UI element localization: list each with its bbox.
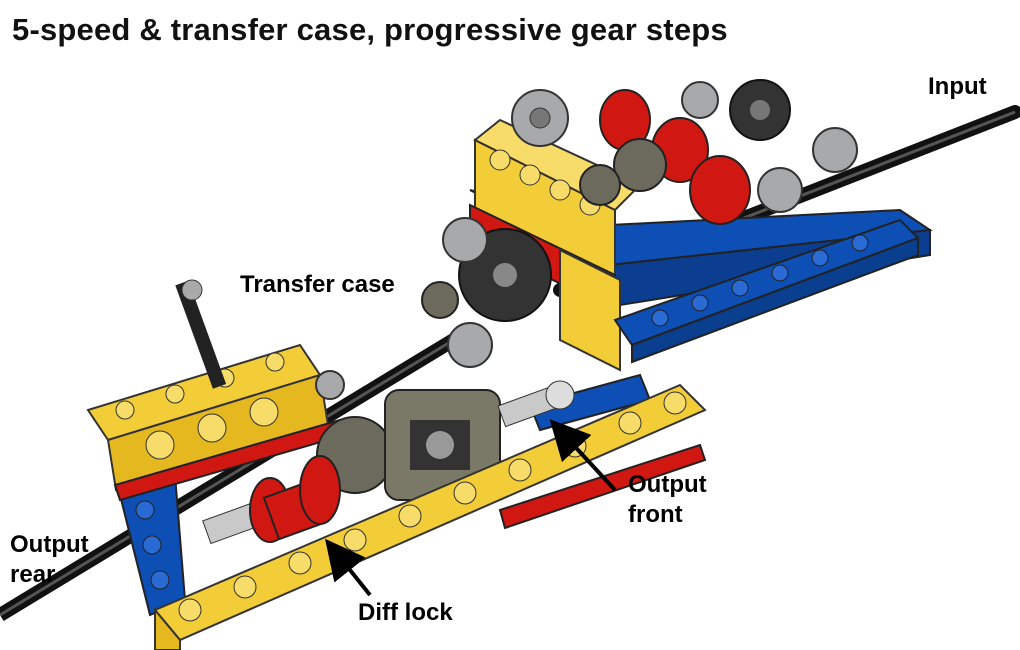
differential bbox=[316, 380, 575, 501]
blue-plate bbox=[613, 218, 920, 364]
page-title: 5-speed & transfer case, progressive gea… bbox=[12, 12, 728, 47]
transfer-case-rear-beam bbox=[86, 343, 330, 492]
label-output-front: Output front bbox=[628, 470, 707, 530]
gearbox-gears bbox=[511, 79, 858, 225]
diff-lock-part bbox=[202, 455, 341, 545]
label-output-rear: Output rear bbox=[10, 530, 89, 590]
label-transfer-case: Transfer case bbox=[240, 271, 395, 298]
arrow-icon bbox=[549, 419, 617, 492]
transfer-case-gears bbox=[315, 217, 552, 400]
callout-arrows bbox=[325, 419, 617, 597]
label-output-rear-line2: rear bbox=[10, 561, 56, 588]
label-output-front-line2: front bbox=[628, 501, 683, 528]
label-output-rear-line1: Output bbox=[10, 531, 89, 558]
label-input: Input bbox=[928, 73, 987, 100]
arrow-icon bbox=[325, 538, 372, 597]
label-output-front-line1: Output bbox=[628, 471, 707, 498]
transfer-axle bbox=[175, 279, 227, 389]
chassis-frame bbox=[113, 373, 707, 617]
label-diff-lock: Diff lock bbox=[358, 599, 453, 626]
